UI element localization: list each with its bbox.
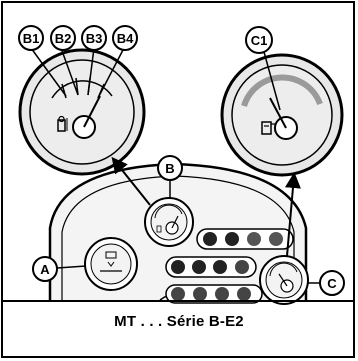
indicator-light	[171, 260, 185, 274]
indicator-row-2	[165, 256, 257, 278]
callout-a-label: A	[40, 262, 50, 277]
figure-caption: MT . . . Série B-E2	[114, 313, 244, 330]
indicator-light	[193, 287, 207, 301]
hour-meter-icon	[100, 251, 122, 272]
callout-b3-label: B3	[86, 31, 103, 46]
gauge-b-enlarged	[18, 48, 146, 176]
caption-bar	[1, 300, 355, 359]
panel-gauge-a	[84, 237, 138, 291]
arrow-c	[284, 172, 301, 257]
panel-gauge-c	[259, 255, 309, 305]
indicator-light	[192, 260, 206, 274]
indicator-light	[237, 287, 251, 301]
indicator-light	[215, 287, 229, 301]
callout-c1	[245, 26, 273, 54]
panel-gauge-b	[144, 197, 194, 247]
callout-b1-label: B1	[23, 31, 40, 46]
indicator-light	[213, 260, 227, 274]
fuel-pump-icon	[261, 121, 276, 135]
indicator-light	[225, 232, 239, 246]
indicator-row-1	[196, 228, 294, 250]
callout-b2-label: B2	[55, 31, 72, 46]
callout-a	[32, 256, 58, 282]
indicator-light	[269, 232, 283, 246]
indicator-light	[203, 232, 217, 246]
gauge-c-scale-band	[241, 74, 323, 107]
callout-b	[157, 155, 183, 181]
callout-b2	[50, 25, 76, 51]
arrow-b	[111, 156, 151, 206]
callout-b4	[112, 25, 138, 51]
callout-c1-label: C1	[251, 33, 268, 48]
indicator-row-3	[165, 284, 263, 304]
callout-b1	[18, 25, 44, 51]
indicator-light	[235, 260, 249, 274]
callout-b4-label: B4	[117, 31, 134, 46]
callouts-b1-b4: B1 B2 B3 B4	[18, 25, 138, 99]
fuel-temperature-icon	[57, 115, 68, 132]
callout-c	[319, 270, 345, 296]
indicator-light	[247, 232, 261, 246]
callout-c-label: C	[327, 276, 337, 291]
callout-b3	[81, 25, 107, 51]
callout-b-label: B	[165, 161, 174, 176]
gauge-c-enlarged	[220, 53, 344, 177]
indicator-light	[171, 287, 185, 301]
